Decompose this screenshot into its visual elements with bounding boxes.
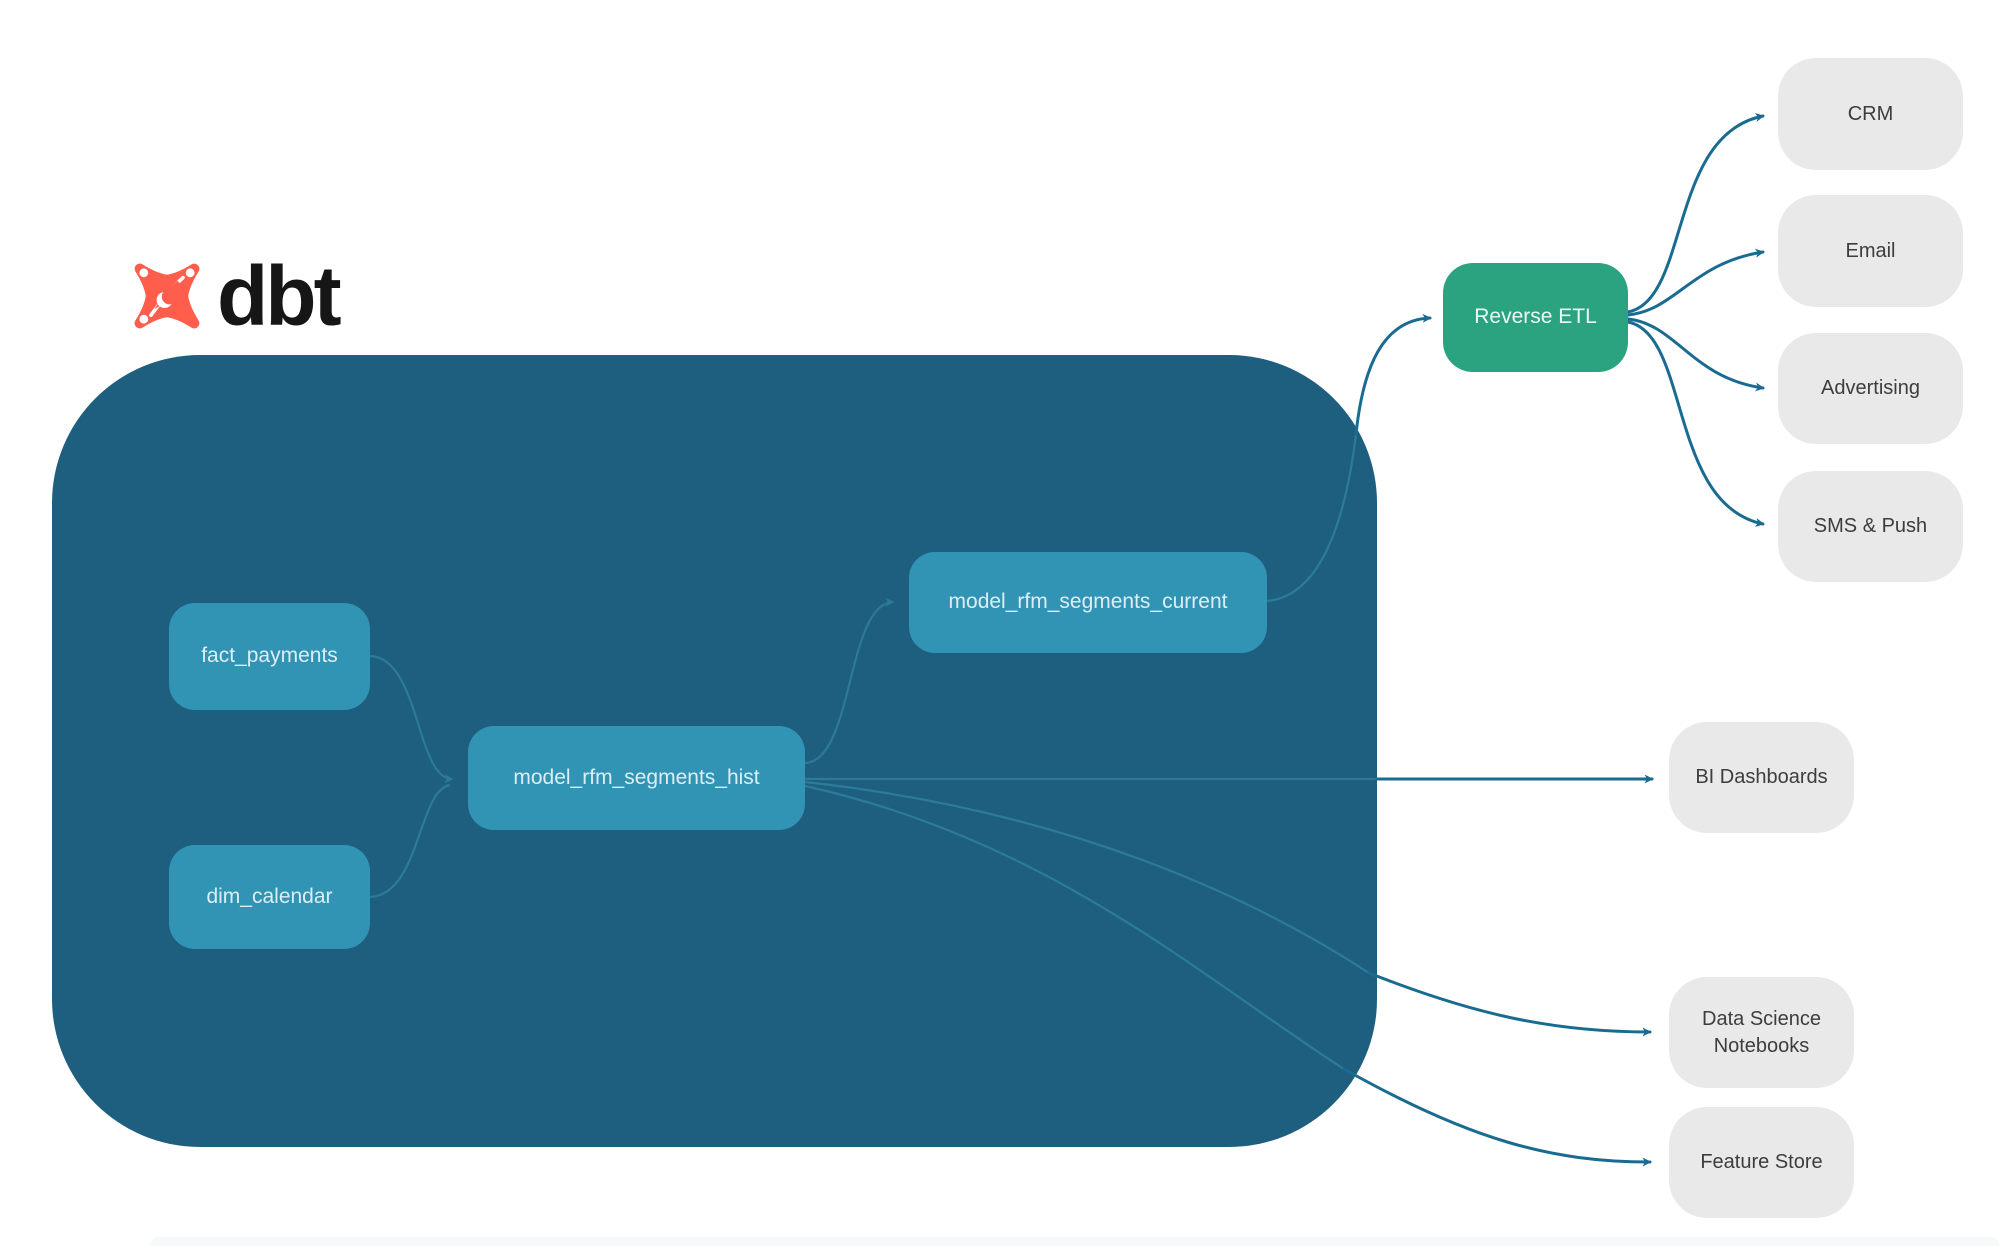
- node-label: model_rfm_segments_hist: [513, 765, 760, 789]
- dbt-fox-star-icon: [134, 263, 200, 329]
- edge-reverse-etl-to-advertising: [1626, 317, 1765, 392]
- edge-hist-to-feature-store-inner: [804, 784, 1345, 1070]
- node-label: BI Dashboards: [1695, 766, 1828, 788]
- node-label: Feature Store: [1700, 1151, 1823, 1173]
- edge-hist-to-notebooks: [1367, 971, 1652, 1037]
- node-email: Email: [1778, 195, 1963, 307]
- edge-reverse-etl-to-crm: [1626, 113, 1765, 314]
- node-label: CRM: [1847, 102, 1894, 125]
- edge-current-to-container-edge: [1266, 433, 1358, 603]
- node-label: fact_payments: [201, 644, 338, 668]
- edge-hist-to-feature-store: [1342, 1067, 1652, 1167]
- node-fact-payments: fact_payments: [169, 603, 370, 710]
- node-label: Email: [1845, 239, 1896, 262]
- bottom-panel-edge: [150, 1237, 2000, 1246]
- node-label: Reverse ETL: [1474, 305, 1597, 329]
- edge-reverse-etl-to-email: [1626, 248, 1765, 317]
- brand-name: dbt: [217, 249, 342, 343]
- node-dim-calendar: dim_calendar: [169, 845, 370, 949]
- node-crm: CRM: [1778, 58, 1963, 170]
- node-label: SMS & Push: [1813, 515, 1928, 537]
- node-reverse-etl: Reverse ETL: [1443, 263, 1628, 372]
- edge-fact-payments-to-hist: [369, 654, 454, 784]
- node-model-rfm-segments-hist: model_rfm_segments_hist: [468, 726, 805, 830]
- edge-dim-calendar-to-hist: [369, 783, 451, 899]
- edge-reverse-etl-to-sms-push: [1626, 320, 1765, 527]
- node-data-science-notebooks: Data Science Notebooks: [1669, 977, 1854, 1088]
- node-bi-dashboards: BI Dashboards: [1669, 722, 1854, 833]
- node-advertising: Advertising: [1778, 333, 1963, 444]
- node-label: Data Science Notebooks: [1702, 1007, 1821, 1057]
- node-label: dim_calendar: [206, 884, 333, 908]
- node-label: model_rfm_segments_current: [948, 590, 1228, 614]
- node-sms-push: SMS & Push: [1778, 471, 1963, 582]
- edge-hist-to-notebooks-inner: [804, 780, 1370, 974]
- node-feature-store: Feature Store: [1669, 1107, 1854, 1218]
- node-model-rfm-segments-current: model_rfm_segments_current: [909, 552, 1267, 653]
- edge-current-to-reverse-etl: [1354, 313, 1432, 436]
- edge-hist-to-current: [804, 597, 895, 765]
- node-label: Advertising: [1821, 377, 1920, 399]
- dbt-logo: dbt: [127, 249, 342, 343]
